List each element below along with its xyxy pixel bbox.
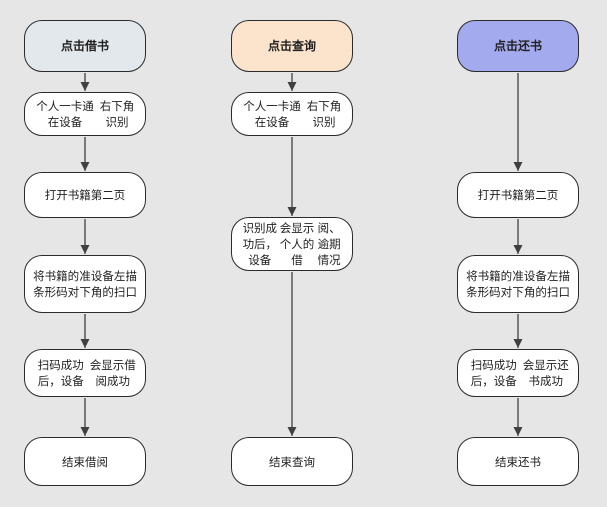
return-step-0-start: 点击还书 <box>457 20 579 72</box>
return-step-3: 扫码成功后，设备会显示还书成功 <box>457 349 579 397</box>
node-text-line: 结束借阅 <box>62 454 108 469</box>
node-text-line: 会显示借阅成功 <box>89 358 136 388</box>
query-step-0-start: 点击查询 <box>231 20 353 72</box>
node-text-line: 右下角识别 <box>306 99 342 129</box>
borrow-step-4: 扫码成功后，设备会显示借阅成功 <box>24 349 146 397</box>
node-text-line: 结束查询 <box>269 454 315 469</box>
return-step-2: 将书籍的条形码对准设备左下角的扫描口 <box>457 255 579 313</box>
node-text-line: 点击查询 <box>267 39 316 53</box>
node-text-line: 会显示个人的借 <box>279 221 315 267</box>
node-text-line: 右下角识别 <box>99 99 135 129</box>
borrow-step-1: 个人一卡通在设备右下角识别 <box>24 92 146 136</box>
node-text-line: 个人一卡通在设备 <box>243 99 301 129</box>
return-step-4: 结束还书 <box>457 437 579 486</box>
node-text-line: 描口 <box>125 269 137 299</box>
node-text-line: 扫码成功后，设备 <box>37 358 84 388</box>
borrow-step-0-start: 点击借书 <box>24 20 146 72</box>
query-step-2: 识别成功后，设备会显示个人的借阅、逾期情况 <box>231 217 353 271</box>
node-text-line: 准设备左下角的扫 <box>79 269 126 299</box>
node-text-line: 将书籍的条形码对 <box>33 269 80 299</box>
node-text-line: 会显示还书成功 <box>522 358 569 388</box>
node-text-line: 打开书籍第二页 <box>44 188 126 202</box>
borrow-step-5: 结束借阅 <box>24 437 146 486</box>
node-text-line: 点击借书 <box>60 39 109 53</box>
return-step-1: 打开书籍第二页 <box>457 172 579 218</box>
node-text-line: 描口 <box>558 269 570 299</box>
node-text-line: 准设备左下角的扫 <box>512 269 559 299</box>
borrow-step-2: 打开书籍第二页 <box>24 172 146 218</box>
node-text-line: 打开书籍第二页 <box>477 188 559 202</box>
query-step-1: 个人一卡通在设备右下角识别 <box>231 92 353 136</box>
node-text-line: 扫码成功后，设备 <box>470 358 517 388</box>
node-text-line: 结束还书 <box>495 454 541 469</box>
node-text-line: 将书籍的条形码对 <box>466 269 513 299</box>
node-text-line: 点击还书 <box>493 39 542 53</box>
query-step-3: 结束查询 <box>231 437 353 486</box>
node-text-line: 阅、逾期情况 <box>317 221 341 267</box>
node-text-line: 识别成功后，设备 <box>242 221 278 267</box>
node-text-line: 个人一卡通在设备 <box>36 99 94 129</box>
borrow-step-3: 将书籍的条形码对准设备左下角的扫描口 <box>24 255 146 313</box>
